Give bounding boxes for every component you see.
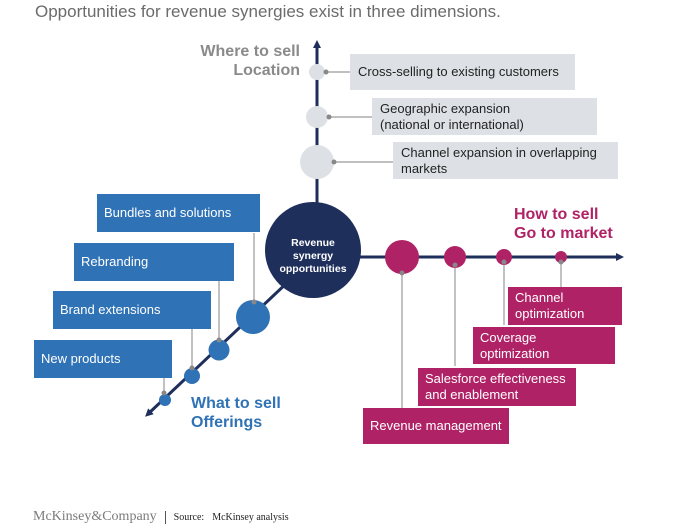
item-label: Coverage optimization [480,329,550,361]
brand-logo: McKinsey&Company [33,509,157,524]
connector-dot [323,69,329,75]
gtm-item-coverage: Coverage optimization [473,327,615,364]
gtm-item-revenue-management: Revenue management [363,408,509,444]
offerings-item-bundles: Bundles and solutions [97,194,260,232]
connector-dot [331,159,337,165]
offerings-bubble-brand-extensions [184,368,200,384]
source-text: McKinsey analysis [212,511,289,523]
connector-dot [216,337,222,343]
location-bubble-cross-selling [309,64,325,80]
offerings-bubble-bundles [236,300,270,334]
gtm-bubble-coverage [496,249,512,265]
center-label-line: synergy [292,250,334,262]
connector-dot [501,259,507,265]
item-label: Channel expansion in overlapping markets [401,144,597,176]
offerings-heading: What to sell Offerings [191,394,281,432]
item-label: Channel optimization [515,290,585,321]
connector-dot [251,299,257,305]
gtm-heading-line1: How to sell [514,206,599,223]
location-item-cross-selling: Cross-selling to existing customers [350,54,575,90]
offerings-bubble-rebranding [208,339,230,361]
item-label: Revenue management [370,418,502,433]
footer: McKinsey&Company Source: McKinsey analys… [33,509,289,525]
gtm-item-salesforce: Salesforce effectiveness and enablement [418,368,576,406]
gtm-heading-line2: Go to market [514,225,613,242]
offerings-item-new-products: New products [34,340,172,378]
item-label: Geographic expansion (national or intern… [380,100,524,132]
connector-dot [161,390,167,396]
item-label: Cross-selling to existing customers [358,64,559,79]
offerings-item-brand-extensions: Brand extensions [53,291,211,329]
connector-dot [558,259,564,265]
gtm-bubble-revenue-management [385,240,419,274]
item-label: Salesforce effectiveness and enablement [425,371,566,402]
gtm-bubble-channel-optimization [555,251,567,263]
item-label: Brand extensions [60,302,161,317]
gtm-item-channel-optimization: Channel optimization [508,287,622,325]
center-bubble [265,202,361,298]
location-item-channel-expansion: Channel expansion in overlapping markets [393,142,618,179]
footer-divider [164,510,166,524]
location-bubble-channel-expansion [300,145,334,179]
connector-dot [189,365,195,371]
center-label: Revenue synergy opportunities [263,237,363,276]
item-label: Rebranding [81,254,149,269]
connector-dot [452,262,458,268]
location-bubble-geographic [306,106,328,128]
offerings-heading-line2: Offerings [191,414,263,431]
item-label: Bundles and solutions [104,205,232,220]
center-label-line: opportunities [279,263,347,275]
location-heading-line1: Where to sell [200,43,300,60]
location-heading: Where to sell Location [200,42,300,80]
gtm-bubble-salesforce [444,246,466,268]
item-label: New products [41,351,121,366]
offerings-bubble-new-products [159,394,171,406]
offerings-heading-line1: What to sell [191,395,281,412]
location-heading-line2: Location [233,62,300,79]
connector-dot [326,114,332,120]
connector-dot [399,270,405,276]
location-item-geographic: Geographic expansion (national or intern… [372,98,597,135]
go-to-market-heading: How to sell Go to market [514,205,613,243]
chart-title: Opportunities for revenue synergies exis… [35,2,501,21]
center-label-line: Revenue [291,237,335,249]
offerings-item-rebranding: Rebranding [74,243,234,281]
source-label: Source: [173,511,205,523]
